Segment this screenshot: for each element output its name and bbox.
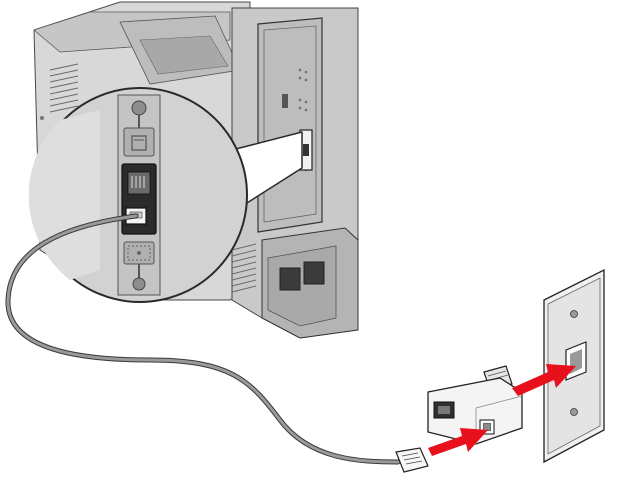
- wall-plate-screw-bottom: [570, 408, 578, 416]
- handset-icon: [123, 127, 155, 157]
- phone-cable: [5, 213, 401, 465]
- insert-arrow-adapter: [428, 428, 488, 456]
- insert-arrow-wall: [512, 364, 576, 396]
- printer-vents-bottom: [231, 243, 257, 293]
- cable-end-plug: [395, 447, 429, 473]
- rj11-jack-icon: [433, 401, 455, 419]
- lower-connector-right: [303, 261, 325, 285]
- line-port: [121, 163, 157, 235]
- callout-top-grommet: [131, 100, 147, 116]
- board-port-small: [282, 94, 288, 108]
- phone-adapter: [427, 365, 523, 445]
- controller-board: [257, 17, 323, 233]
- wall-plate-screw-top: [570, 310, 578, 318]
- line-icon: [123, 241, 155, 265]
- callout-bottom-grommet: [132, 277, 146, 291]
- adapter-body: [427, 377, 523, 445]
- lower-connector-left: [279, 267, 301, 291]
- printer-vents-top: [49, 63, 79, 113]
